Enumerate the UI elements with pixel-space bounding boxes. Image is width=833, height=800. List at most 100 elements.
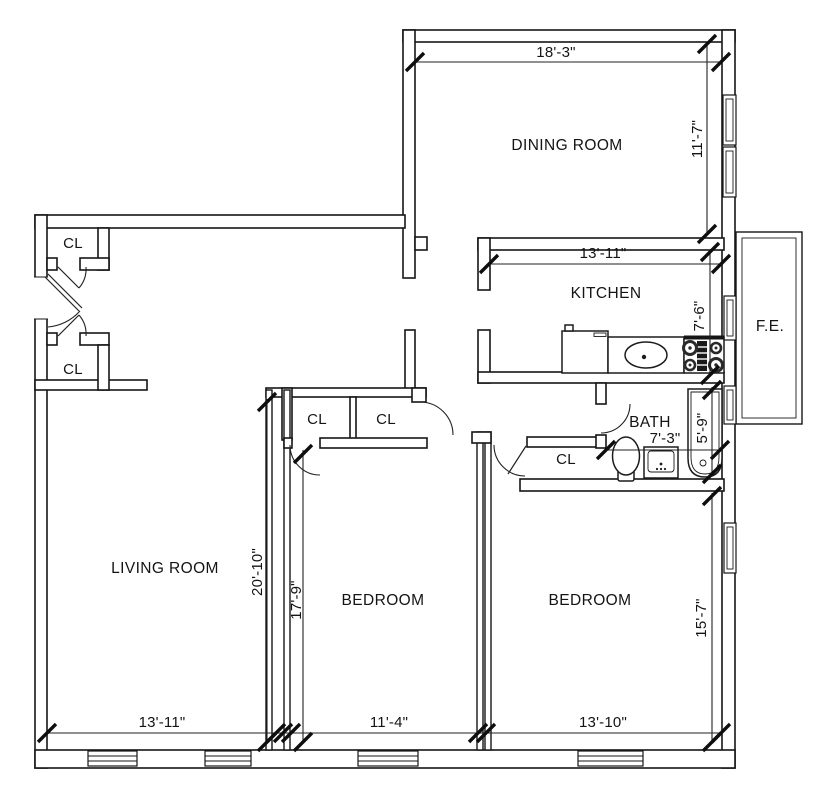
bath-sink bbox=[643, 446, 679, 479]
dim-bedroom1-depth: 17'-9" bbox=[288, 580, 305, 619]
dim-kitchen-width: 13'-11" bbox=[580, 245, 627, 262]
dimension-tick bbox=[280, 722, 302, 744]
dimension-tick bbox=[256, 731, 278, 753]
wall bbox=[265, 389, 273, 751]
closet-door-leaf bbox=[57, 266, 80, 289]
window bbox=[722, 94, 737, 146]
dimension-tick bbox=[696, 223, 718, 245]
door-swing bbox=[47, 310, 81, 328]
dim-bedroom1-width: 11'-4" bbox=[370, 714, 408, 731]
door-swing bbox=[493, 444, 526, 477]
refrigerator-hinge bbox=[564, 324, 574, 332]
labels: DINING ROOM KITCHEN BATH LIVING ROOM BED… bbox=[63, 44, 784, 731]
dim-bedroom2-width: 13'-10" bbox=[579, 714, 627, 731]
wall bbox=[414, 236, 428, 251]
dim-living-width: 13'-11" bbox=[139, 714, 186, 731]
closet-door-leaf bbox=[57, 314, 80, 337]
sink-dot bbox=[659, 462, 663, 466]
dim-dining-depth: 11'-7" bbox=[689, 120, 706, 158]
door-swing bbox=[419, 401, 454, 436]
wall bbox=[46, 332, 58, 346]
wall bbox=[79, 332, 110, 346]
burner bbox=[709, 341, 723, 355]
window bbox=[357, 750, 419, 767]
dim-bath-width: 7'-3" bbox=[650, 430, 681, 447]
dimension-tick bbox=[478, 253, 500, 275]
wall bbox=[471, 431, 492, 444]
dimension-tick bbox=[595, 439, 617, 461]
dimension-tick bbox=[36, 722, 58, 744]
wall bbox=[79, 257, 110, 271]
closet-label: CL bbox=[556, 451, 576, 468]
wall bbox=[595, 382, 607, 405]
dimension-tick bbox=[701, 463, 723, 485]
dim-dining-width: 18'-3" bbox=[536, 44, 575, 61]
window-sash bbox=[725, 98, 734, 142]
dimension-tick bbox=[701, 379, 723, 401]
burner-center bbox=[688, 363, 692, 367]
windows bbox=[87, 94, 737, 767]
dim-kitchen-depth: 7'-6" bbox=[691, 301, 708, 332]
door-swing bbox=[78, 266, 87, 289]
dimension-tick bbox=[699, 364, 721, 386]
burner-center bbox=[714, 346, 718, 350]
window bbox=[204, 750, 252, 767]
wall bbox=[283, 389, 291, 751]
room-label-bedroom1: BEDROOM bbox=[342, 592, 425, 609]
tub-drain bbox=[699, 459, 707, 467]
wall bbox=[402, 29, 416, 279]
stove-back-edge bbox=[684, 335, 724, 340]
sink-dot bbox=[663, 467, 667, 471]
dimension-tick bbox=[701, 485, 723, 507]
bathtub-inner bbox=[690, 391, 720, 475]
door-swing bbox=[78, 314, 87, 337]
wall bbox=[283, 437, 293, 449]
dimension-tick bbox=[292, 443, 314, 465]
fire-escape-outer bbox=[735, 231, 803, 425]
burner bbox=[683, 358, 697, 372]
dimension-tick bbox=[701, 731, 723, 753]
refrigerator-handle bbox=[593, 332, 607, 337]
wall bbox=[526, 436, 598, 448]
window bbox=[723, 295, 737, 341]
toilet bbox=[611, 436, 641, 476]
dimension-tick bbox=[710, 51, 732, 73]
wall bbox=[476, 431, 484, 751]
kitchen-sink bbox=[624, 341, 668, 369]
wall bbox=[595, 434, 607, 449]
dimension-tick bbox=[404, 51, 426, 73]
window-sash bbox=[725, 150, 734, 194]
door-opening bbox=[34, 277, 48, 319]
wall bbox=[97, 344, 110, 391]
sink-dot bbox=[655, 467, 659, 471]
window bbox=[723, 385, 737, 425]
refrigerator bbox=[561, 330, 609, 374]
wall bbox=[34, 379, 148, 391]
dimension-tick bbox=[696, 33, 718, 55]
bath-sink-basin bbox=[647, 450, 675, 473]
fire-escape bbox=[735, 231, 803, 425]
dim-bath-depth: 5'-9" bbox=[694, 413, 711, 444]
room-label-bedroom2: BEDROOM bbox=[549, 592, 632, 609]
room-label-kitchen: KITCHEN bbox=[571, 285, 642, 302]
window bbox=[87, 750, 138, 767]
dimension-tick bbox=[292, 731, 314, 753]
wall bbox=[402, 29, 736, 43]
closet-label: CL bbox=[63, 361, 83, 378]
window-sash bbox=[726, 389, 734, 421]
door-swing bbox=[600, 403, 631, 434]
dimension-tick bbox=[709, 439, 731, 461]
room-label-bath: BATH bbox=[629, 414, 671, 431]
entry-door-leaf bbox=[44, 276, 80, 312]
dimension-tick bbox=[272, 722, 294, 744]
dimension-tick bbox=[467, 722, 489, 744]
burner bbox=[682, 340, 698, 356]
dimension-tick bbox=[699, 241, 721, 263]
window bbox=[577, 750, 644, 767]
wall bbox=[349, 396, 357, 441]
wall bbox=[34, 214, 406, 229]
walls bbox=[34, 29, 736, 769]
window bbox=[723, 522, 737, 574]
dimension-tick bbox=[475, 722, 497, 744]
